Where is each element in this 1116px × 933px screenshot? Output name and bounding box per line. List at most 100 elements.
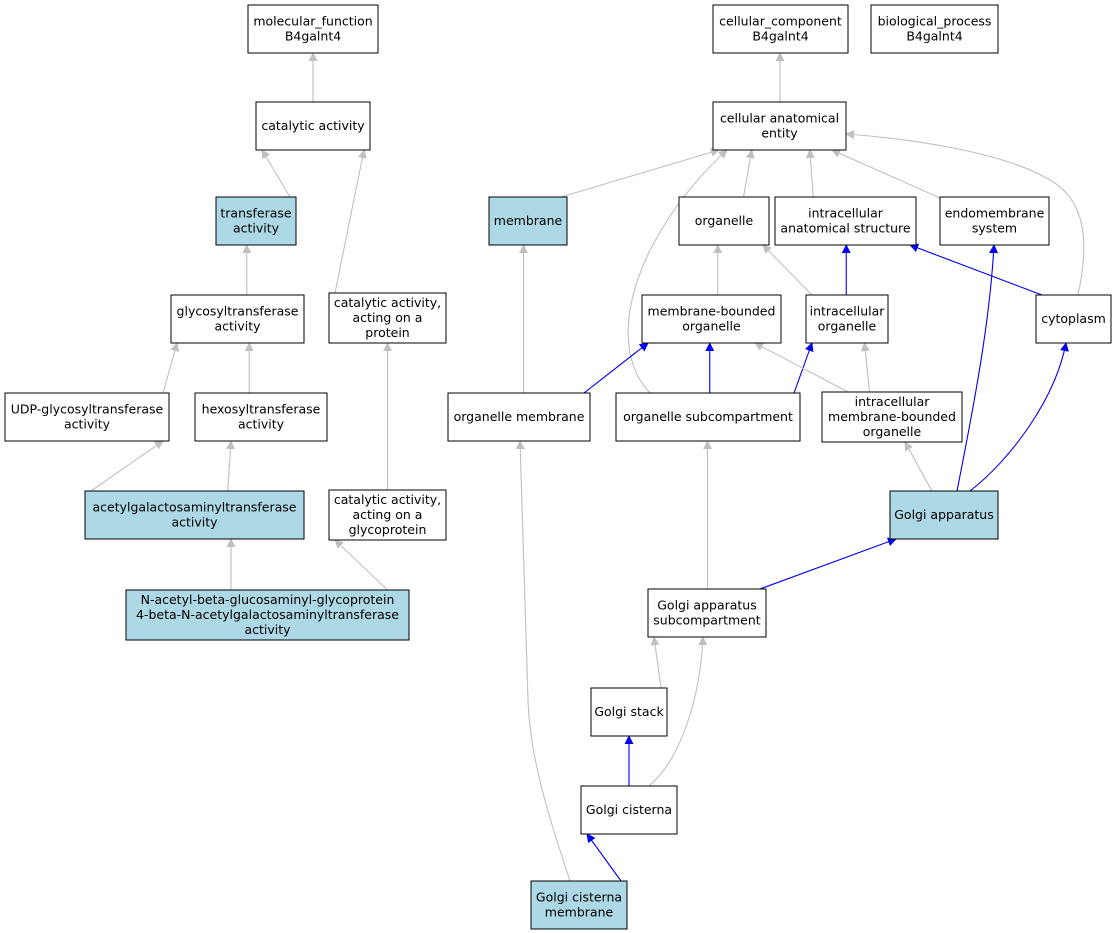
node-label-line: membrane [494,213,563,228]
edge-organelle-to-cellular-anatomical-entity [742,149,755,198]
node-box[interactable] [580,785,678,835]
edge-path [586,833,622,882]
node-label-line: catalytic activity [261,118,365,133]
edge-golgi-stack-to-golgi-apparatus-subcompartment [650,636,662,689]
node-label-line: B4galnt4 [752,29,808,44]
node-box[interactable] [641,294,782,344]
node-label-line: organelle [818,319,877,334]
node-label-line: activity [233,221,280,236]
node-label-line: hexosyltransferase [202,402,321,417]
edge-path [162,342,180,394]
node-box[interactable] [328,292,447,344]
edge-path [261,149,291,198]
node-box[interactable] [678,196,770,246]
node-label-line: membrane-bounded [648,304,776,319]
node-box[interactable] [170,294,305,344]
node-box[interactable] [870,4,999,54]
edge-path [225,440,235,492]
node-label-line: protein [365,325,409,340]
node-box[interactable] [84,490,305,540]
node-label-line: membrane [545,905,614,920]
node-golgi-stack[interactable]: Golgi stack [590,687,668,737]
node-cytoplasm[interactable]: cytoplasm [1035,294,1112,344]
node-box[interactable] [590,687,668,737]
node-box[interactable] [447,392,591,442]
node-organelle-membrane[interactable]: organelle membrane [447,392,591,442]
node-box[interactable] [821,391,963,443]
node-membrane[interactable]: membrane [488,196,568,246]
node-label-line: cellular anatomical [720,111,839,126]
node-box[interactable] [805,294,889,344]
edge-layer [90,52,1085,882]
node-box[interactable] [247,4,379,54]
node-box[interactable] [889,490,999,540]
node-golgi-apparatus[interactable]: Golgi apparatus [889,490,999,540]
node-label-line: organelle [695,213,754,228]
edge-membrane-to-cellular-anatomical-entity [560,147,720,198]
node-catalytic-glycoprotein[interactable]: catalytic activity,acting on aglycoprote… [328,489,447,541]
node-box[interactable] [774,196,917,246]
edge-organelle-membrane-to-membrane-bounded-organelle [583,342,649,394]
edge-path [650,636,662,689]
node-organelle[interactable]: organelle [678,196,770,246]
node-box[interactable] [194,392,328,442]
node-box[interactable] [530,880,628,930]
node-n-acetyl[interactable]: N-acetyl-beta-glucosaminyl-glycoprotein4… [125,589,410,641]
edge-path [909,243,1043,296]
edge-path [627,149,728,394]
node-box[interactable] [712,4,849,54]
edge-golgi-apparatus-subcompartment-to-golgi-apparatus [759,537,897,590]
edge-path [583,342,649,394]
edge-udp-glycosyltransferase-to-glycosyltransferase-activity [162,342,180,394]
node-label-line: 4-beta-N-acetylgalactosaminyltransferase [136,607,399,622]
node-box[interactable] [4,392,170,442]
node-box[interactable] [215,196,297,246]
node-catalytic-activity[interactable]: catalytic activity [255,101,371,151]
edge-acetylgalactosaminyltransferase-to-udp-glycosyltransferase [90,440,164,492]
node-box[interactable] [125,589,410,641]
node-box[interactable] [712,101,847,151]
node-label-line: activity [171,515,218,530]
node-box[interactable] [939,196,1050,246]
node-label-line: activity [238,417,285,432]
node-label-line: B4galnt4 [285,29,341,44]
node-label-line: organelle [682,319,741,334]
node-label-line: glycosyltransferase [177,304,299,319]
node-label-line: system [972,221,1017,236]
edge-transferase-activity-to-catalytic-activity [261,149,291,198]
edge-intracellular-organelle-to-organelle [762,244,813,296]
node-box[interactable] [328,489,447,541]
node-box[interactable] [1035,294,1112,344]
node-label-line: entity [761,126,798,141]
node-box[interactable] [255,101,371,151]
node-label-line: Golgi cisterna [586,802,672,817]
node-box[interactable] [488,196,568,246]
node-box[interactable] [647,588,767,638]
node-label-line: organelle membrane [454,409,585,424]
edge-path [754,342,849,393]
edge-golgi-apparatus-to-intracellular-mb-organelle [904,441,933,492]
edge-cytoplasm-to-cellular-anatomical-entity [845,130,1085,296]
node-organelle-subcompartment[interactable]: organelle subcompartment [615,392,801,442]
node-box[interactable] [615,392,801,442]
node-label-line: intracellular [808,206,884,221]
node-label-line: intracellular [810,304,886,319]
node-golgi-cisterna[interactable]: Golgi cisterna [580,785,678,835]
